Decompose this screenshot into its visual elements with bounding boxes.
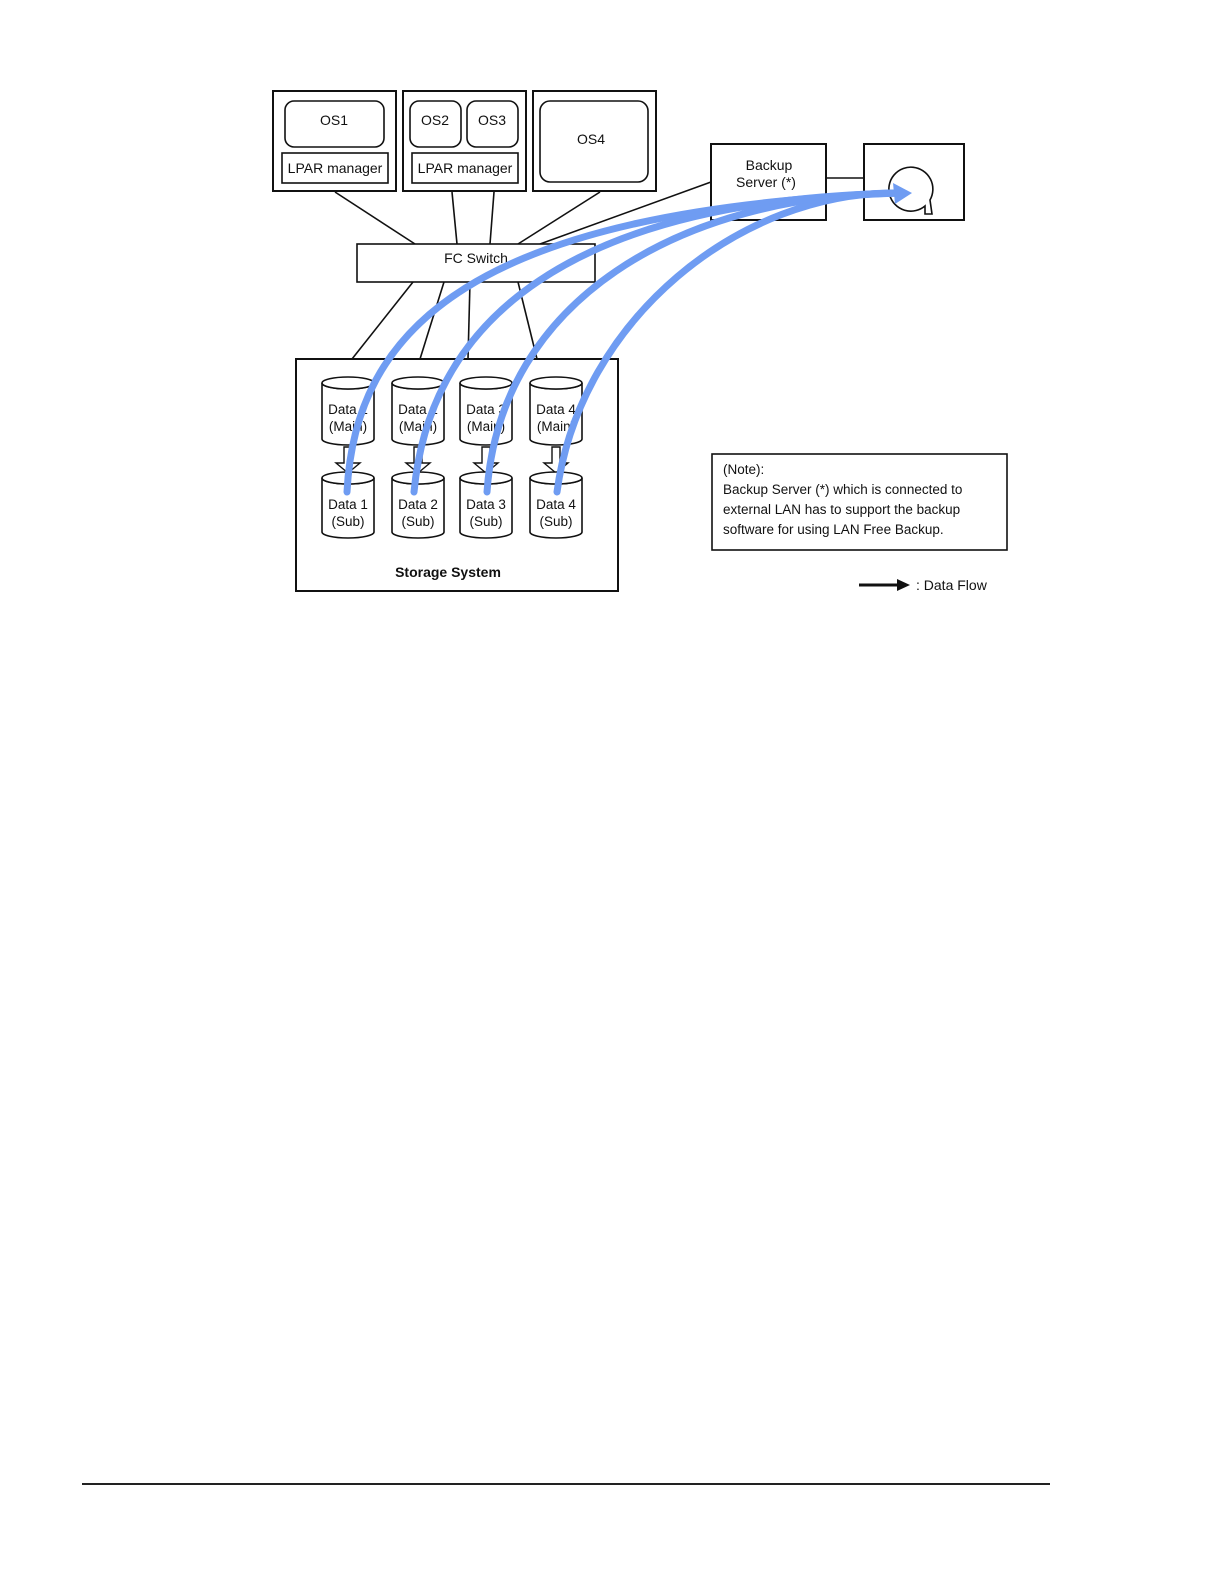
main-volume-3-top bbox=[459, 376, 513, 390]
link-backup-fc bbox=[539, 181, 712, 245]
lpar-manager-2-label: LPAR manager bbox=[418, 160, 513, 176]
data-flow-arrows bbox=[343, 189, 904, 496]
sub-volume-1-name: Data 1 bbox=[328, 497, 368, 512]
tape-reel-icon bbox=[888, 166, 934, 215]
fc-switch-label: FC Switch bbox=[444, 250, 508, 266]
note-box bbox=[711, 453, 1008, 551]
link-server2b-fc bbox=[489, 191, 495, 245]
data-flow-curve-3 bbox=[483, 189, 904, 496]
main-volume-2: Data 2(Main) bbox=[391, 376, 445, 446]
sub-volume-3-name: Data 3 bbox=[466, 497, 506, 512]
backup-server-label-line2: Server (*) bbox=[736, 174, 796, 190]
os3-label: OS3 bbox=[478, 112, 506, 128]
legend-label: : Data Flow bbox=[916, 577, 988, 593]
link-fc-storage-1 bbox=[351, 281, 414, 360]
os1-label: OS1 bbox=[320, 112, 348, 128]
legend: : Data Flow bbox=[859, 577, 988, 593]
data-flow-arrowhead bbox=[893, 183, 912, 204]
main-volume-1-top bbox=[321, 376, 375, 390]
fc-switch: FC Switch bbox=[356, 243, 596, 283]
main-volume-4-name: Data 4 bbox=[536, 402, 576, 417]
server-3: OS4 bbox=[532, 90, 657, 192]
os4-partition bbox=[539, 100, 649, 183]
link-fc-storage-2 bbox=[419, 281, 445, 360]
note-line-2: external LAN has to support the backup bbox=[723, 502, 960, 517]
link-server1-fc bbox=[334, 191, 416, 245]
link-server2a-fc bbox=[451, 191, 458, 245]
storage-system-title: Storage System bbox=[395, 564, 501, 580]
legend-arrow-head bbox=[897, 579, 910, 591]
backup-server-label-line1: Backup bbox=[746, 157, 793, 173]
note: (Note): Backup Server (*) which is conne… bbox=[711, 453, 1008, 551]
sub-volume-3-role: (Sub) bbox=[469, 514, 502, 529]
os2-partition bbox=[409, 100, 462, 148]
main-volume-1: Data 1(Main) bbox=[321, 376, 375, 446]
os3-partition bbox=[466, 100, 519, 148]
footer-rule bbox=[82, 1483, 1050, 1485]
server-2: OS2 OS3 LPAR manager bbox=[402, 90, 527, 192]
lpar-manager-1-label: LPAR manager bbox=[288, 160, 383, 176]
link-server3-fc bbox=[517, 191, 601, 245]
data-flow-curve-4 bbox=[553, 189, 904, 496]
os4-label: OS4 bbox=[577, 131, 605, 147]
note-line-1: Backup Server (*) which is connected to bbox=[723, 482, 962, 497]
sub-volume-1-role: (Sub) bbox=[331, 514, 364, 529]
main-volume-3-name: Data 3 bbox=[466, 402, 506, 417]
main-volume-4: Data 4 (Main) bbox=[529, 376, 583, 446]
connection-lines bbox=[334, 177, 864, 360]
server-1: OS1 LPAR manager bbox=[272, 90, 397, 192]
note-heading: (Note): bbox=[723, 462, 764, 477]
main-volume-2-top bbox=[391, 376, 445, 390]
sub-volume-2-name: Data 2 bbox=[398, 497, 438, 512]
os1-partition bbox=[284, 100, 385, 148]
note-line-3: software for using LAN Free Backup. bbox=[723, 522, 944, 537]
fc-switch-box bbox=[356, 243, 596, 283]
main-volume-4-role: (Main) bbox=[537, 419, 575, 434]
os2-label: OS2 bbox=[421, 112, 449, 128]
data-flow-curve-2 bbox=[410, 189, 904, 496]
sub-volume-4-name: Data 4 bbox=[536, 497, 576, 512]
main-volume-4-top bbox=[529, 376, 583, 390]
sub-volume-4-role: (Sub) bbox=[539, 514, 572, 529]
lpar-manager-2 bbox=[411, 152, 519, 184]
lpar-manager-1 bbox=[281, 152, 389, 184]
storage-system: Storage System Data 1(Main) Data 1 (Sub) Da… bbox=[295, 358, 619, 592]
tape-device bbox=[863, 143, 965, 221]
sub-volume-2-role: (Sub) bbox=[401, 514, 434, 529]
